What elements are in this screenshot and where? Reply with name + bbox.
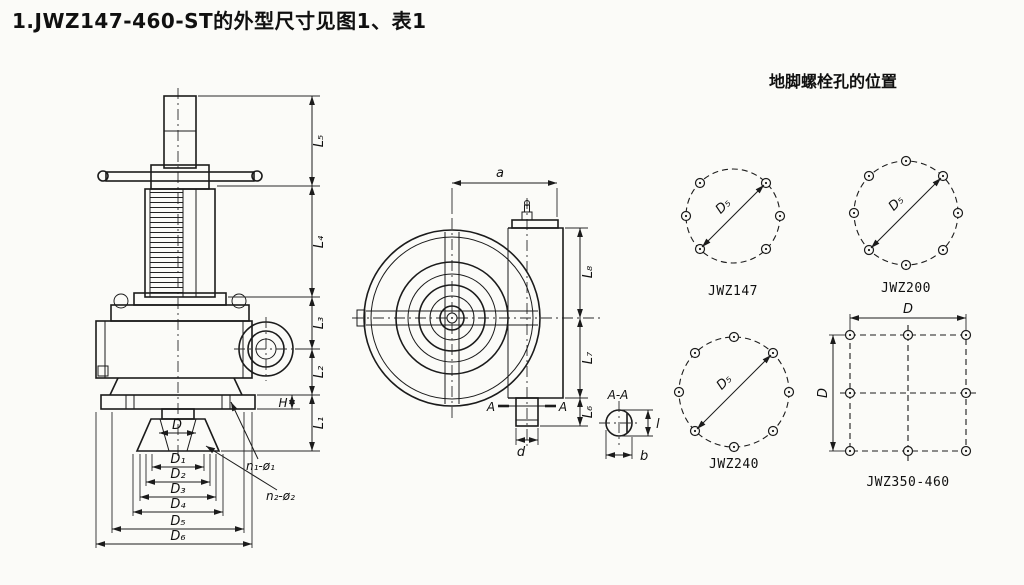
side-view: A A a L₈ L₇ L₆ bbox=[352, 166, 600, 460]
right-dimension-chain: L₅ L₄ L₃ L₂ L₁ H bbox=[198, 95, 327, 452]
section-aa-label: A-A bbox=[607, 388, 629, 402]
bolt-pattern-jwz240: D₅ JWZ240 bbox=[673, 331, 795, 472]
bolt-pattern-jwz350-460: D D JWZ350-460 bbox=[816, 302, 976, 490]
dim-D-side: D bbox=[816, 334, 845, 452]
threaded-column bbox=[144, 188, 216, 298]
top-plate bbox=[110, 292, 250, 322]
anchor-bolt-header: 地脚螺栓孔的位置 bbox=[769, 72, 897, 91]
section-mark-a-left: A bbox=[486, 400, 495, 414]
dim-label-D6: D₆ bbox=[170, 529, 185, 544]
dim-label-L4: L₄ bbox=[312, 235, 327, 248]
caption-jwz147: JWZ147 bbox=[708, 284, 758, 299]
leader-label-n2: n₂-ø₂ bbox=[266, 489, 295, 503]
bolt-holes bbox=[673, 331, 795, 453]
section-aa-view: A-A l b bbox=[599, 388, 660, 464]
bottom-dimensions: D₁ D₂ D₃ D₄ D₅ D₆ bbox=[95, 412, 253, 548]
section-mark-a-right: A bbox=[558, 400, 567, 414]
caption-jwz200: JWZ200 bbox=[881, 281, 931, 296]
dim-label-H: H bbox=[278, 396, 287, 410]
bolt-holes bbox=[844, 329, 972, 457]
gearbox-housing bbox=[95, 320, 253, 379]
output-shaft bbox=[515, 397, 539, 427]
dim-label-L6: L₆ bbox=[581, 406, 596, 418]
dim-label-d5-147: D₅ bbox=[713, 196, 734, 217]
dim-D: D bbox=[159, 418, 196, 436]
dim-b: b bbox=[605, 430, 648, 464]
dim-label-L3: L₃ bbox=[312, 317, 327, 329]
bolt-holes bbox=[848, 155, 964, 271]
dim-label-b: b bbox=[640, 449, 648, 464]
dim-label-L1: L₁ bbox=[312, 417, 327, 429]
dim-label-a: a bbox=[496, 166, 504, 181]
dim-label-D3: D₃ bbox=[170, 482, 185, 497]
extension-lines-side bbox=[540, 227, 588, 427]
dim-label-D: D bbox=[172, 418, 182, 433]
dim-label-L7: L₇ bbox=[581, 351, 596, 364]
dim-label-d5-200: D₅ bbox=[886, 193, 907, 214]
leader-label-n1: n₁-ø₁ bbox=[246, 459, 275, 473]
bolt-pattern-jwz200: D₅ JWZ200 bbox=[848, 155, 964, 296]
page-title: 1.JWZ147-460-ST的外型尺寸见图1、表1 bbox=[12, 9, 427, 33]
dim-label-D1: D₁ bbox=[170, 452, 185, 467]
bolt-pattern-jwz147: D₅ JWZ147 bbox=[680, 168, 786, 299]
dim-label-D2: D₂ bbox=[170, 467, 185, 482]
side-dimension-chain: L₈ L₇ L₆ bbox=[540, 227, 596, 427]
dim-label-d: d bbox=[517, 445, 526, 460]
flange-face bbox=[356, 229, 541, 407]
dim-label-D5: D₅ bbox=[170, 514, 185, 529]
caption-jwz240: JWZ240 bbox=[709, 457, 759, 472]
front-view: D D₁ D₂ D₃ D₄ D₅ D₆ bbox=[95, 88, 327, 548]
dim-label-L5: L₅ bbox=[312, 135, 327, 147]
dim-label-L2: L₂ bbox=[312, 366, 327, 378]
dim-label-d5-240: D₅ bbox=[714, 372, 735, 393]
dim-label-D-top: D bbox=[903, 302, 913, 317]
dim-label-D-side: D bbox=[816, 388, 831, 398]
dim-a: a bbox=[451, 166, 558, 217]
extension-lines-right bbox=[198, 95, 320, 452]
dim-d: d bbox=[515, 428, 539, 460]
dim-l: l bbox=[621, 409, 660, 437]
extension-lines-bottom bbox=[95, 412, 253, 548]
worm-shaft-bearing bbox=[234, 317, 299, 381]
caption-jwz350-460: JWZ350-460 bbox=[866, 475, 949, 490]
bolt-leaders: n₁-ø₁ n₂-ø₂ bbox=[205, 401, 295, 503]
side-body bbox=[507, 200, 564, 399]
anchor-bolt-section: 地脚螺栓孔的位置 D₅ JWZ147 bbox=[673, 72, 976, 490]
section-cut-marks: A A bbox=[486, 400, 567, 414]
dim-label-l: l bbox=[656, 417, 660, 432]
grease-fitting bbox=[524, 200, 530, 206]
screw-rod bbox=[163, 95, 197, 169]
dim-label-D4: D₄ bbox=[170, 497, 186, 512]
dim-D-top: D bbox=[849, 302, 967, 330]
dim-label-L8: L₈ bbox=[581, 266, 596, 278]
